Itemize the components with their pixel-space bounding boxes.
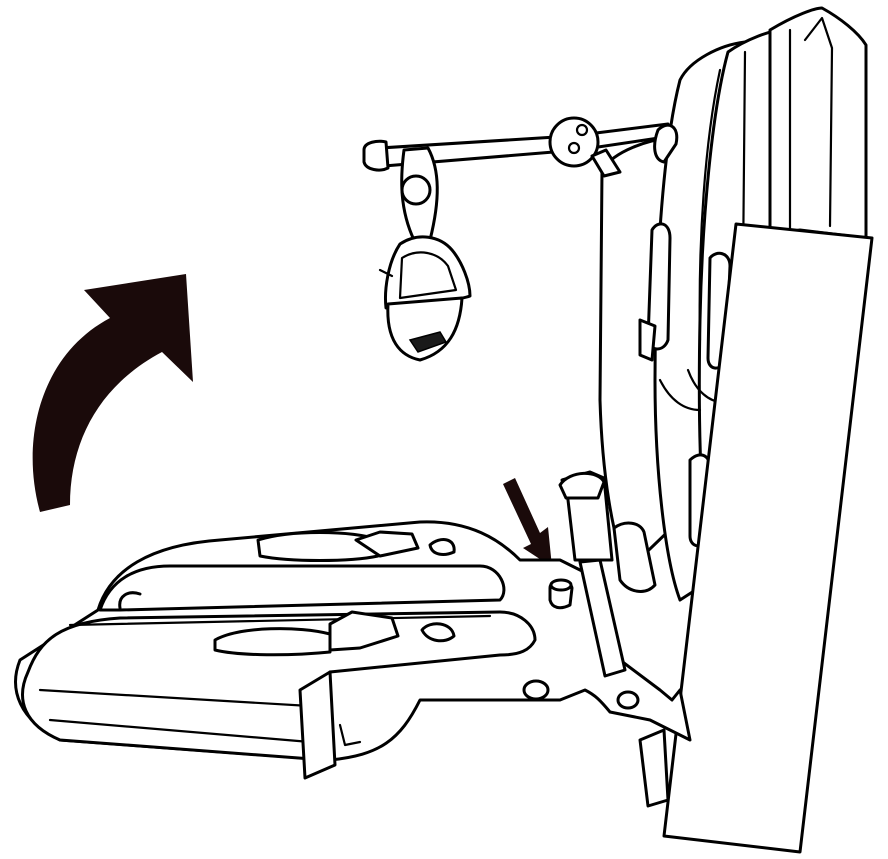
down-right-arrow-icon (503, 478, 552, 567)
curved-up-arrow-icon (32, 274, 193, 512)
front-panel (662, 222, 874, 854)
seat-base (14, 520, 692, 808)
toy-bar (362, 116, 679, 178)
hanging-toy (378, 146, 472, 362)
